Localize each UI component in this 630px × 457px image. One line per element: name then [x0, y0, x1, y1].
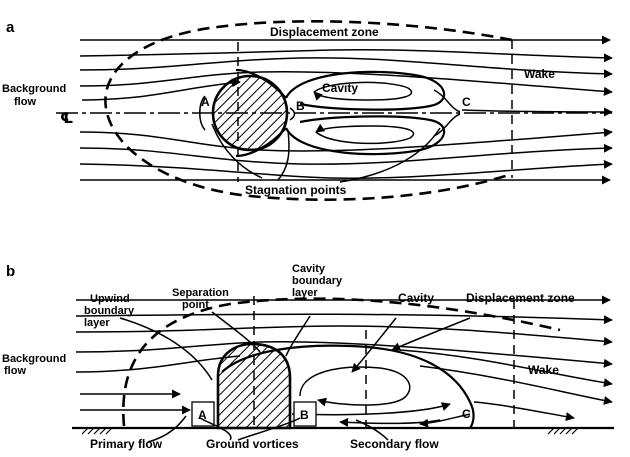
- secondary-flow-label: Secondary flow: [350, 437, 439, 451]
- obstacle-cylinder: [211, 74, 289, 152]
- cavity-label-b: Cavity: [398, 291, 434, 305]
- wake-label-b: Wake: [528, 363, 559, 377]
- panel-b: b: [2, 263, 614, 451]
- point-b-label-b: B: [300, 408, 309, 422]
- cavity-boundary-layer-label-2: boundary: [292, 275, 343, 287]
- ground-hatching: [81, 427, 579, 435]
- primary-flow-label: Primary flow: [90, 437, 163, 451]
- cavity-loops-a: [199, 68, 461, 158]
- upwind-boundary-layer-label-3: layer: [84, 317, 110, 329]
- point-a-label-a: A: [201, 95, 210, 109]
- separation-point-label-2: point: [182, 299, 209, 311]
- background-flow-label-b-2: flow: [4, 365, 26, 377]
- point-c-label-a: C: [462, 95, 471, 109]
- point-a-label-b: A: [198, 408, 207, 422]
- stagnation-points-label: Stagnation points: [245, 183, 347, 197]
- obstacle-block: [216, 342, 292, 430]
- displacement-zone-boundary-a: [104, 20, 513, 201]
- cavity-label-a: Cavity: [322, 81, 358, 95]
- cavity-boundary-layer-label-3: layer: [292, 287, 318, 299]
- wake-label-a: Wake: [524, 67, 555, 81]
- upwind-boundary-layer-label-1: Upwind: [90, 293, 130, 305]
- cavity-boundary-layer-label-1: Cavity: [292, 263, 326, 275]
- upwind-boundary-layer-label-2: boundary: [84, 305, 135, 317]
- point-c-label-b: C: [462, 407, 471, 421]
- ground-vortex-a: [191, 401, 215, 427]
- background-flow-label-a-2: flow: [14, 96, 36, 108]
- ground-vortices-label: Ground vortices: [206, 437, 299, 451]
- streamlines-b: [75, 295, 613, 415]
- background-flow-label-a-1: Background: [2, 83, 66, 95]
- ground-vortex-b: [293, 401, 317, 427]
- panel-a: a: [2, 19, 613, 201]
- streamlines-a: [79, 35, 613, 185]
- point-b-label-a: B: [296, 99, 305, 113]
- panel-a-letter: a: [6, 19, 15, 36]
- leader-lines-b: [119, 311, 471, 443]
- centerline-symbol: ℄: [60, 110, 73, 127]
- displacement-zone-label-a: Displacement zone: [270, 25, 379, 39]
- displacement-zone-label-b: Displacement zone: [466, 291, 575, 305]
- panel-b-letter: b: [6, 263, 15, 280]
- separation-point-label-1: Separation: [172, 287, 229, 299]
- background-flow-label-b-1: Background: [2, 353, 66, 365]
- stagnation-leaders: [211, 123, 441, 183]
- displacement-zone-boundary-b: [122, 297, 561, 427]
